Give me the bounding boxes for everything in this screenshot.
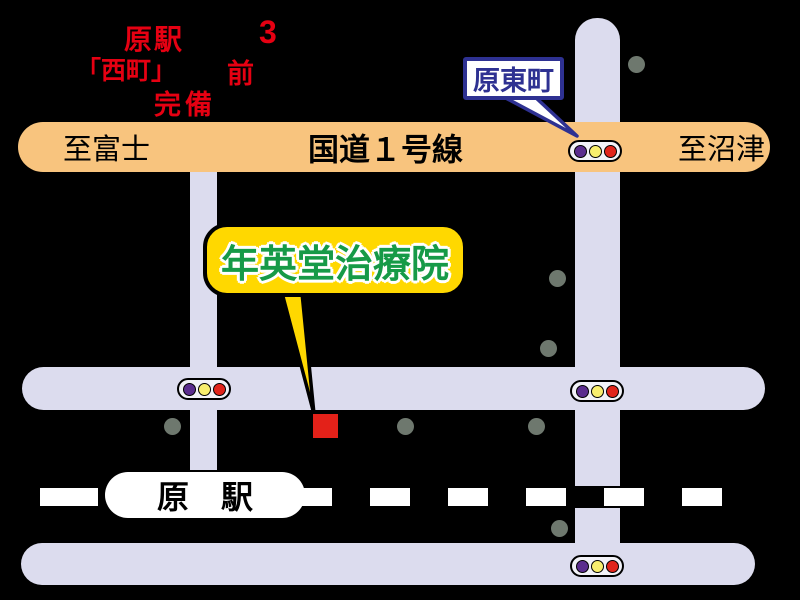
clinic-name: 年英堂治療院 [220, 243, 449, 286]
signal-purple-lamp [575, 384, 589, 398]
signal-yellow-lamp [590, 384, 604, 398]
signal-yellow-lamp [197, 382, 211, 396]
note-mae: 前 [227, 59, 254, 89]
station-label: 原 駅 [105, 472, 305, 518]
signal-red-lamp [605, 384, 619, 398]
route1-highway: 至富士 国道１号線 至沼津 [18, 122, 770, 172]
map-dot [528, 418, 545, 435]
traffic-light-icon [568, 140, 622, 162]
road-horizontal-middle [22, 367, 765, 410]
signal-yellow-lamp [588, 144, 602, 158]
map-dot [551, 520, 568, 537]
note-kanbi: 完備 [154, 90, 216, 120]
signal-red-lamp [605, 559, 619, 573]
signal-purple-lamp [573, 144, 587, 158]
map-dot [540, 340, 557, 357]
route1-direction-east: 至沼津 [678, 134, 766, 166]
traffic-light-icon [570, 555, 624, 577]
map-dot [628, 56, 645, 73]
route1-direction-west: 至富士 [63, 134, 151, 166]
route1-name: 国道１号線 [308, 132, 463, 168]
traffic-light-icon [177, 378, 231, 400]
destination-marker [313, 414, 338, 438]
road-vertical-main [575, 18, 620, 566]
map-dot [164, 418, 181, 435]
traffic-light-icon [570, 380, 624, 402]
road-horizontal-south [21, 543, 755, 585]
intersection-callout: 原東町 [463, 57, 564, 100]
note-minutes: 3 [259, 14, 277, 50]
signal-purple-lamp [575, 559, 589, 573]
map-dot [549, 270, 566, 287]
signal-red-lamp [603, 144, 617, 158]
signal-red-lamp [212, 382, 226, 396]
clinic-bubble: 年英堂治療院 [203, 223, 467, 297]
road-vertical-station [190, 172, 217, 470]
signal-purple-lamp [182, 382, 196, 396]
map-dot [397, 418, 414, 435]
note-station: 原駅 [124, 24, 185, 55]
note-nishimachi: 「西町」 [76, 57, 177, 85]
signal-yellow-lamp [590, 559, 604, 573]
